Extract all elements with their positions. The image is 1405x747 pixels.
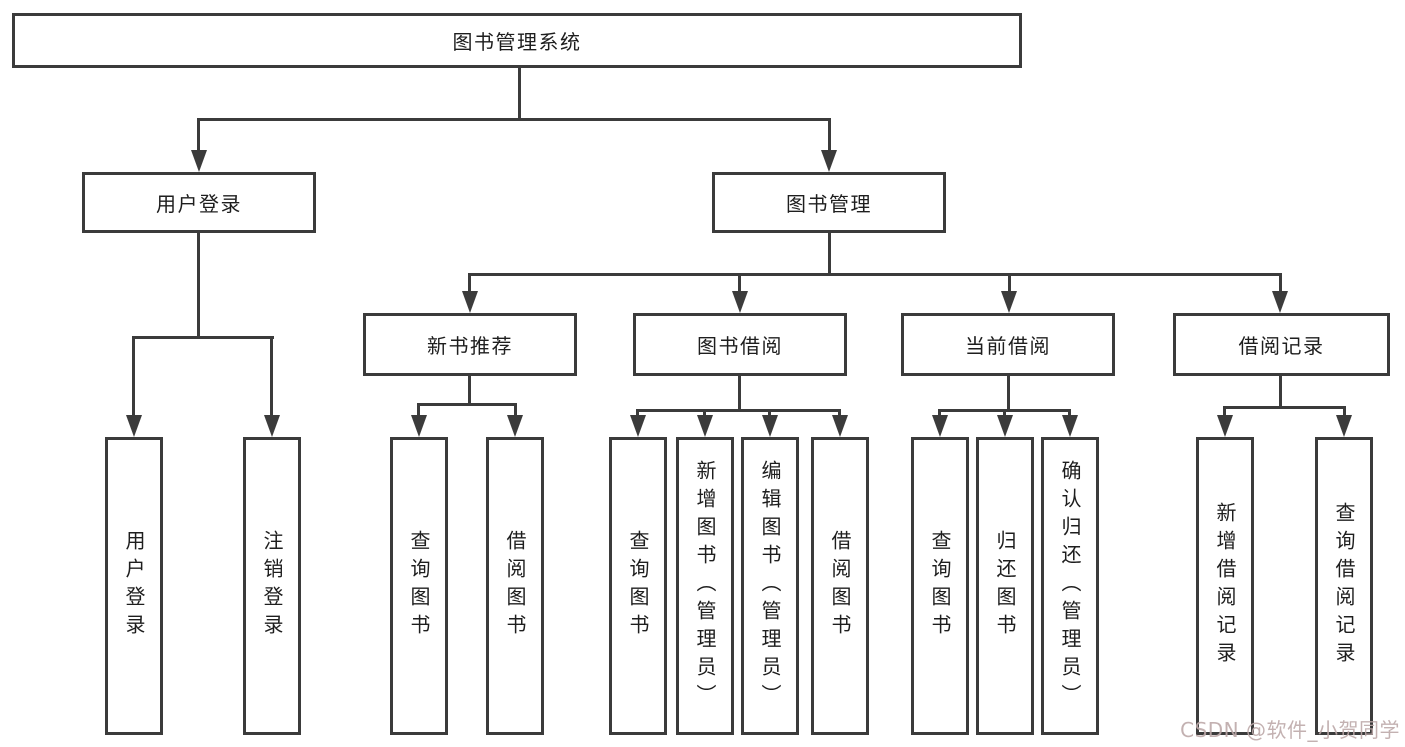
- connector-vline: [1008, 273, 1011, 295]
- node-label: 确认归还（管理员）: [1058, 460, 1082, 712]
- connector-vline: [1279, 376, 1282, 408]
- connector-vline: [1279, 273, 1282, 295]
- node-label: 新增图书（管理员）: [693, 460, 717, 712]
- connector-hline: [637, 409, 841, 412]
- leaf-user-login: 用户登录: [105, 437, 163, 735]
- connector-vline: [938, 409, 941, 417]
- connector-hline: [469, 273, 1282, 276]
- connector-vline: [703, 409, 706, 417]
- arrowhead-down-icon: [1001, 291, 1017, 313]
- arrowhead-down-icon: [1336, 415, 1352, 437]
- arrowhead-down-icon: [126, 415, 142, 437]
- node-library-management-system: 图书管理系统: [12, 13, 1022, 68]
- csdn-watermark: CSDN @软件_小贺同学: [1180, 718, 1400, 742]
- arrowhead-down-icon: [932, 415, 948, 437]
- arrowhead-down-icon: [1272, 291, 1288, 313]
- connector-hline: [133, 336, 274, 339]
- connector-hline: [1224, 406, 1346, 409]
- leaf-add-book-admin: 新增图书（管理员）: [676, 437, 734, 735]
- arrowhead-down-icon: [732, 291, 748, 313]
- leaf-borrow-book-recommend: 借阅图书: [486, 437, 544, 735]
- arrowhead-down-icon: [997, 415, 1013, 437]
- arrowhead-down-icon: [1062, 415, 1078, 437]
- arrowhead-down-icon: [697, 415, 713, 437]
- node-label: 用户登录: [156, 192, 242, 216]
- arrowhead-down-icon: [191, 150, 207, 172]
- arrowhead-down-icon: [1217, 415, 1233, 437]
- leaf-borrow-book: 借阅图书: [811, 437, 869, 735]
- node-current-borrowing: 当前借阅: [901, 313, 1115, 376]
- node-label: 图书管理系统: [452, 30, 582, 54]
- connector-vline: [197, 233, 200, 338]
- node-label: 新书推荐: [427, 334, 513, 358]
- node-label: 归还图书: [993, 530, 1017, 642]
- node-user-login: 用户登录: [82, 172, 316, 233]
- node-label: 图书借阅: [697, 334, 783, 358]
- node-label: 图书管理: [786, 192, 872, 216]
- connector-vline: [417, 403, 420, 417]
- connector-vline: [1003, 409, 1006, 417]
- arrowhead-down-icon: [630, 415, 646, 437]
- connector-vline: [738, 376, 741, 411]
- connector-vline: [197, 118, 200, 154]
- connector-vline: [1007, 376, 1010, 411]
- arrowhead-down-icon: [264, 415, 280, 437]
- node-label: 当前借阅: [965, 334, 1051, 358]
- connector-vline: [518, 66, 521, 118]
- node-label: 借阅记录: [1238, 334, 1325, 358]
- connector-vline: [738, 273, 741, 295]
- connector-hline: [198, 118, 831, 121]
- arrowhead-down-icon: [411, 415, 427, 437]
- leaf-logout: 注销登录: [243, 437, 301, 735]
- connector-vline: [828, 233, 831, 275]
- leaf-edit-book-admin: 编辑图书（管理员）: [741, 437, 799, 735]
- connector-vline: [132, 336, 135, 417]
- node-new-book-recommendation: 新书推荐: [363, 313, 577, 376]
- connector-vline: [1223, 406, 1226, 417]
- connector-vline: [1343, 406, 1346, 417]
- node-label: 注销登录: [260, 530, 284, 642]
- connector-vline: [636, 409, 639, 417]
- connector-hline: [417, 403, 517, 406]
- node-label: 查询借阅记录: [1332, 502, 1356, 670]
- node-borrowing-records: 借阅记录: [1173, 313, 1390, 376]
- arrowhead-down-icon: [832, 415, 848, 437]
- node-label: 查询图书: [928, 530, 952, 642]
- node-label: 编辑图书（管理员）: [758, 460, 782, 712]
- connector-vline: [468, 273, 471, 295]
- node-label: 用户登录: [122, 530, 146, 642]
- connector-vline: [468, 376, 471, 405]
- leaf-return-book: 归还图书: [976, 437, 1034, 735]
- node-label: 借阅图书: [503, 530, 527, 642]
- leaf-confirm-return-admin: 确认归还（管理员）: [1041, 437, 1099, 735]
- connector-vline: [828, 118, 831, 154]
- connector-vline: [514, 403, 517, 417]
- connector-vline: [1068, 409, 1071, 417]
- leaf-query-book-recommend: 查询图书: [390, 437, 448, 735]
- leaf-query-borrow-record: 查询借阅记录: [1315, 437, 1373, 735]
- leaf-add-borrow-record: 新增借阅记录: [1196, 437, 1254, 735]
- connector-vline: [768, 409, 771, 417]
- node-label: 新增借阅记录: [1213, 502, 1237, 670]
- leaf-query-book-borrow: 查询图书: [609, 437, 667, 735]
- node-book-management: 图书管理: [712, 172, 946, 233]
- arrowhead-down-icon: [762, 415, 778, 437]
- node-label: 查询图书: [626, 530, 650, 642]
- connector-vline: [838, 409, 841, 417]
- node-label: 查询图书: [407, 530, 431, 642]
- node-label: 借阅图书: [828, 530, 852, 642]
- node-book-borrowing: 图书借阅: [633, 313, 847, 376]
- arrowhead-down-icon: [507, 415, 523, 437]
- arrowhead-down-icon: [462, 291, 478, 313]
- connector-vline: [270, 336, 273, 417]
- leaf-query-book-current: 查询图书: [911, 437, 969, 735]
- arrowhead-down-icon: [821, 150, 837, 172]
